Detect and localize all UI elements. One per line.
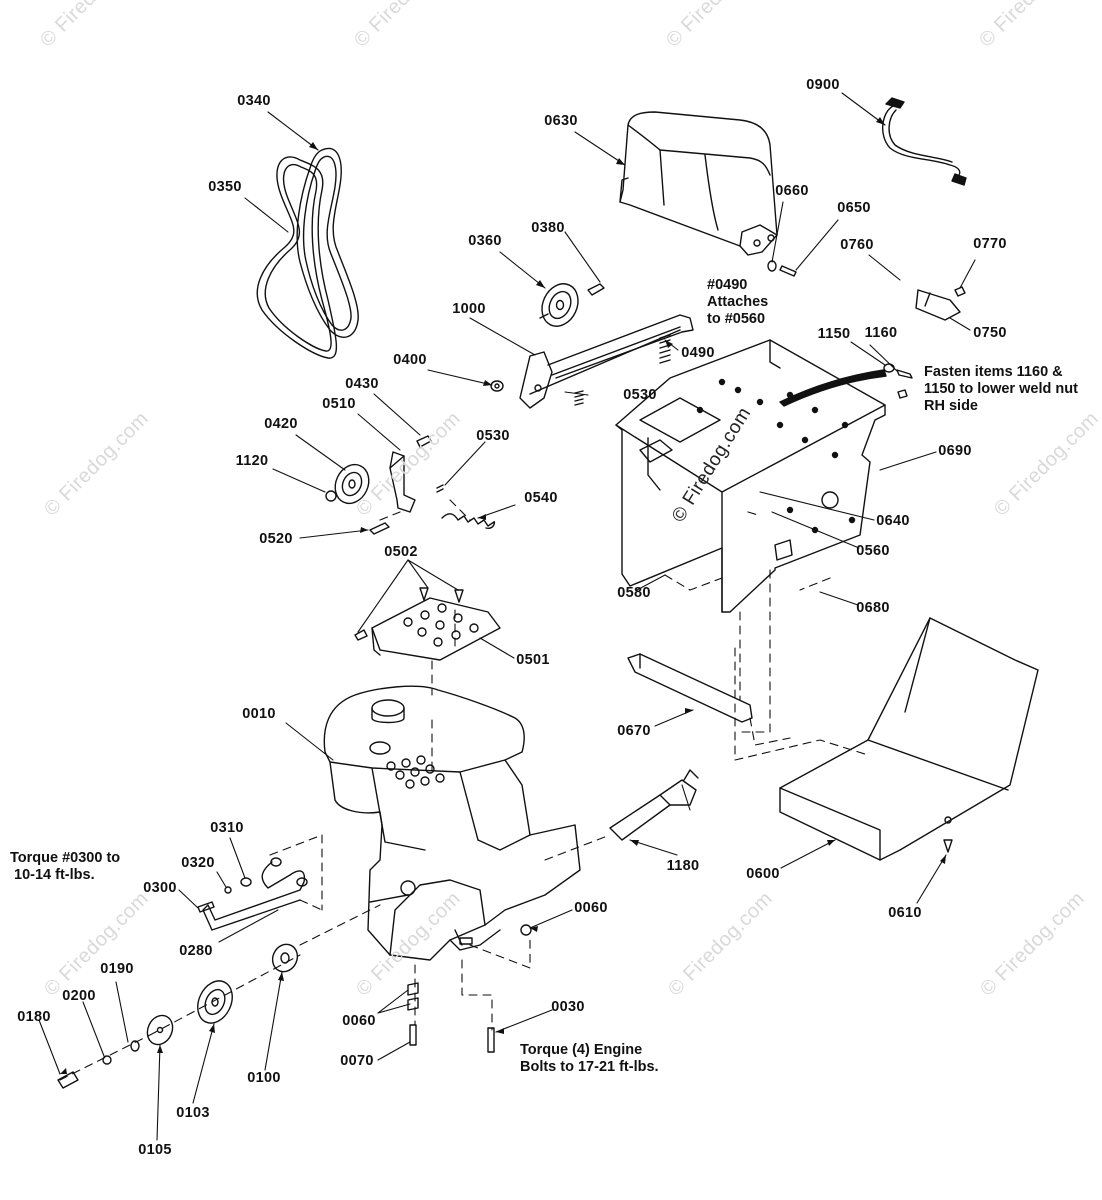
part-label[interactable]: 0640: [876, 513, 910, 529]
washer-0400: [490, 380, 504, 392]
part-label[interactable]: 0750: [973, 325, 1007, 341]
part-label[interactable]: 0300: [143, 880, 177, 896]
part-label[interactable]: 0105: [138, 1142, 172, 1158]
part-label[interactable]: 0680: [856, 600, 890, 616]
idler-pulley-0360: [539, 283, 605, 327]
part-label[interactable]: 0190: [100, 961, 134, 977]
part-label[interactable]: 0350: [208, 179, 242, 195]
part-label[interactable]: 0660: [775, 183, 809, 199]
belt-0350: [256, 156, 338, 359]
bracket-0750: [915, 289, 961, 321]
part-label[interactable]: 0530: [623, 387, 657, 403]
pin-0530: [436, 484, 444, 493]
part-label[interactable]: 0502: [384, 544, 418, 560]
brace-0670: [627, 653, 753, 723]
pulley-0100: [271, 943, 299, 973]
part-label[interactable]: 0280: [179, 943, 213, 959]
hardware-0300-0310-0320: [197, 877, 252, 913]
part-label[interactable]: 0770: [973, 236, 1007, 252]
bolt-0610: [943, 839, 953, 853]
part-label[interactable]: 0520: [259, 531, 293, 547]
part-label[interactable]: 0490: [681, 345, 715, 361]
idler-pulley-0420: [325, 463, 370, 505]
part-label[interactable]: 0420: [264, 416, 298, 432]
part-label[interactable]: 0630: [544, 113, 578, 129]
part-label[interactable]: 0010: [242, 706, 276, 722]
part-label[interactable]: 1000: [452, 301, 486, 317]
note-fasten: Fasten items 1160 & 1150 to lower weld n…: [924, 364, 1078, 414]
leader-lines: [38, 92, 976, 1141]
spring-0490: [659, 334, 671, 364]
part-label[interactable]: 0560: [856, 543, 890, 559]
part-label[interactable]: 0100: [247, 1070, 281, 1086]
part-label[interactable]: 0380: [531, 220, 565, 236]
cord-0900: [882, 97, 967, 186]
idler-bracket-0510: [389, 451, 416, 513]
part-label[interactable]: 0580: [617, 585, 651, 601]
note-torque-0300: Torque #0300 to 10-14 ft-lbs.: [10, 850, 121, 883]
part-label[interactable]: 1120: [235, 453, 269, 469]
note-torque-engine: Torque (4) Engine Bolts to 17-21 ft-lbs.: [520, 1042, 659, 1075]
part-label[interactable]: 0180: [17, 1009, 51, 1025]
part-label[interactable]: 1160: [864, 325, 898, 341]
part-label[interactable]: 0610: [888, 905, 922, 921]
spring-0540: [441, 513, 496, 529]
part-label[interactable]: 0900: [806, 77, 840, 93]
spring-0530-top: [574, 390, 584, 406]
part-label[interactable]: 0060: [574, 900, 608, 916]
part-label[interactable]: 1180: [666, 858, 700, 874]
part-label[interactable]: 0501: [516, 652, 550, 668]
part-label[interactable]: 0530: [476, 428, 510, 444]
part-label[interactable]: 0650: [837, 200, 871, 216]
plate-0105: [146, 1014, 174, 1046]
arrowheads: [60, 117, 946, 1074]
part-label[interactable]: 0320: [181, 855, 215, 871]
bolt-0520: [369, 522, 390, 535]
part-label[interactable]: 0310: [210, 820, 244, 836]
bolt-0430: [416, 435, 432, 448]
pointer-arrow: [779, 369, 887, 407]
part-label[interactable]: 0400: [393, 352, 427, 368]
chute-deflector-0600: [779, 617, 1039, 861]
part-label[interactable]: 0030: [551, 999, 585, 1015]
pulley-0103: [197, 980, 233, 1024]
part-label[interactable]: 0070: [340, 1053, 374, 1069]
note-attach: #0490 Attaches to #0560: [707, 277, 769, 327]
part-label[interactable]: 0340: [237, 93, 271, 109]
part-label[interactable]: 0600: [746, 866, 780, 882]
part-label[interactable]: 1150: [817, 326, 851, 342]
belt-0340: [296, 147, 359, 338]
part-label[interactable]: 0060: [342, 1013, 376, 1029]
part-label[interactable]: 0670: [617, 723, 651, 739]
belt-cover-0630: [619, 111, 778, 256]
part-label[interactable]: 0430: [345, 376, 379, 392]
part-label[interactable]: 0200: [62, 988, 96, 1004]
lever-1000: [519, 314, 694, 409]
part-label[interactable]: 0360: [468, 233, 502, 249]
part-label[interactable]: 0540: [524, 490, 558, 506]
fasteners-0650-0660: [767, 260, 797, 277]
part-label[interactable]: 0103: [176, 1105, 210, 1121]
fasteners-1150-1160: [883, 363, 913, 379]
bracket-0280: [202, 857, 308, 931]
part-label[interactable]: 0510: [322, 396, 356, 412]
hardware-0180-0200: [57, 1040, 140, 1089]
frame-0690: [615, 339, 886, 613]
part-label[interactable]: 0760: [840, 237, 874, 253]
engine-0010: [323, 685, 581, 961]
cable-1180: [609, 769, 699, 841]
assembly-lines: [59, 499, 869, 1081]
part-label[interactable]: 0690: [938, 443, 972, 459]
heat-shield-0501: [354, 587, 501, 661]
